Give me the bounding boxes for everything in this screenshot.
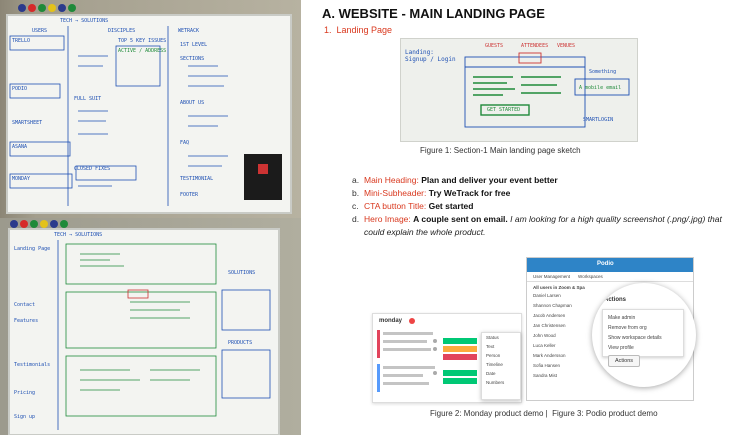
section-heading: A. WEBSITE - MAIN LANDING PAGE: [322, 6, 545, 21]
menu-item[interactable]: Date: [486, 371, 496, 376]
monday-screenshot: monday Status Text Person Timeline Date …: [372, 313, 522, 403]
actions-menu: Make admin Remove from org Show workspac…: [602, 309, 684, 357]
list-item[interactable]: Jan Christensen: [533, 323, 566, 328]
column-type-menu: Status Text Person Timeline Date Numbers: [481, 332, 521, 400]
notification-icon: [409, 318, 415, 324]
actions-button[interactable]: Actions: [608, 355, 641, 367]
menu-item-make-admin[interactable]: Make admin: [608, 315, 636, 321]
list-item[interactable]: Sandra Mist: [533, 373, 558, 378]
whiteboard-photo-top: TECH → SOLUTIONS USERS DISCIPLES WETRACK…: [0, 0, 301, 218]
magnets: [18, 4, 76, 12]
whiteboard: TECH → SOLUTIONS USERS DISCIPLES WETRACK…: [6, 14, 292, 214]
menu-item[interactable]: Numbers: [486, 380, 505, 385]
tab-workspaces[interactable]: Workspaces: [578, 274, 603, 279]
actions-dropdown-title: Actions: [604, 297, 627, 303]
whiteboard-photo-bottom: TECH → SOLUTIONS Landing Page Contact Fe…: [0, 218, 301, 435]
subsection-heading: 1. Landing Page: [324, 25, 393, 35]
list-item[interactable]: Luca Keller: [533, 343, 556, 348]
menu-item-remove-from-org[interactable]: Remove from org: [608, 325, 647, 331]
tab-user-management[interactable]: User Management: [533, 274, 571, 279]
menu-item-show-workspace-details[interactable]: Show workspace details: [608, 335, 662, 341]
marker-lines: [57, 240, 271, 430]
list-item[interactable]: John Wood: [533, 333, 556, 338]
list-item: b. Mini-Subheader: Try WeTrack for free: [352, 188, 511, 198]
list-item[interactable]: Mark Andersson: [533, 353, 566, 358]
whiteboard-header: TECH → SOLUTIONS: [54, 232, 103, 238]
whiteboard: TECH → SOLUTIONS Landing Page Contact Fe…: [8, 228, 280, 435]
menu-item[interactable]: Status: [486, 335, 499, 340]
menu-item-view-profile[interactable]: View profile: [608, 345, 634, 351]
menu-item[interactable]: Person: [486, 353, 501, 358]
podio-screenshot: Podio User Management Workspaces All use…: [526, 257, 694, 401]
list-item: c. CTA button Title: Get started: [352, 201, 474, 211]
monday-logo: monday: [379, 318, 403, 324]
document: A. WEBSITE - MAIN LANDING PAGE 1. Landin…: [322, 0, 743, 435]
menu-item[interactable]: Text: [486, 344, 495, 349]
figure1-caption: Figure 1: Section-1 Main landing page sk…: [420, 146, 581, 155]
landing-page-items: a. Main Heading: Plan and deliver your e…: [352, 174, 742, 239]
whiteboard-header: TECH → SOLUTIONS: [60, 18, 109, 24]
podio-actions-magnifier: Actions Make admin Remove from org Show …: [592, 283, 696, 387]
list-item[interactable]: Jacob Andersen: [533, 313, 566, 318]
podio-logo: Podio: [597, 261, 614, 267]
marker-lines: [9, 26, 282, 206]
list-item[interactable]: Shannon Chapman: [533, 303, 572, 308]
list-item[interactable]: Daniel Larsen: [533, 293, 561, 298]
list-item: d. Hero Image: A couple sent on email. I…: [352, 214, 722, 237]
list-item: a. Main Heading: Plan and deliver your e…: [352, 175, 558, 185]
landing-page-sketch: Landing: Signup / Login GUESTS ATTENDEES…: [400, 38, 638, 142]
figure2-3-caption: Figure 2: Monday product demo | Figure 3…: [430, 409, 658, 418]
podio-topbar: Podio: [527, 258, 693, 272]
list-item[interactable]: Sofia Hansen: [533, 363, 561, 368]
menu-item[interactable]: Timeline: [486, 362, 503, 367]
list-title: All users in Zoom & Spa: [533, 285, 585, 290]
